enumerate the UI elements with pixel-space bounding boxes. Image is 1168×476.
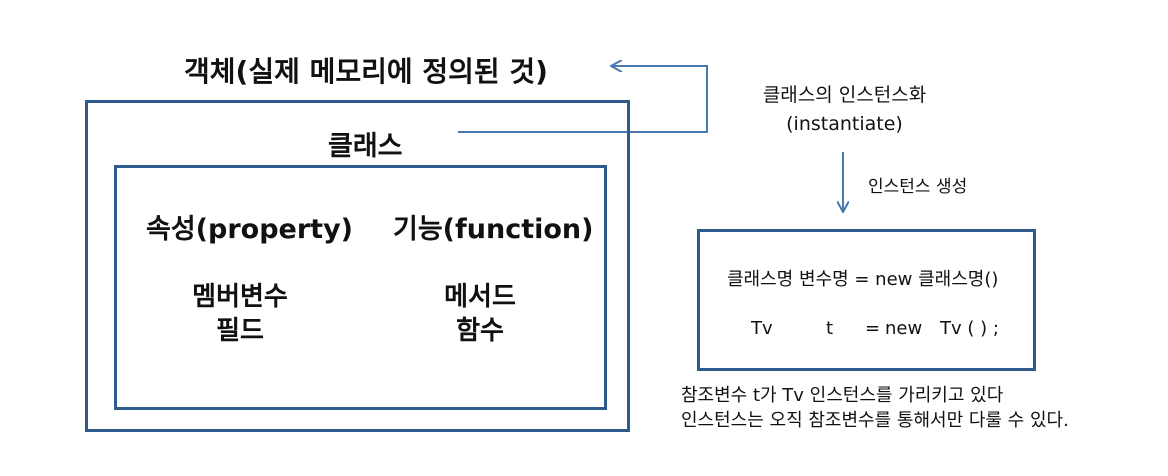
- function-label: 함수: [456, 316, 504, 346]
- code-syntax: 클래스명 변수명 = new 클래스명(): [727, 269, 999, 290]
- instantiation-korean: 클래스의 인스턴스화: [762, 84, 927, 106]
- code-new: new: [885, 318, 923, 339]
- object-title: 객체(실제 메모리에 정의된 것): [184, 55, 548, 88]
- instantiation-label: 클래스의 인스턴스화 (instantiate): [752, 81, 937, 139]
- notes: 참조변수 t가 Tv 인스턴스를 가리키고 있다 인스턴스는 오직 참조변수를 …: [681, 383, 1069, 433]
- code-box: [697, 229, 1036, 371]
- code-eq: =: [865, 318, 881, 339]
- function-heading: 기능(function): [393, 214, 594, 245]
- code-var: t: [826, 318, 834, 339]
- class-members-box: [114, 165, 607, 410]
- field-label: 필드: [216, 316, 264, 346]
- instantiate-arrow: [458, 66, 708, 133]
- attribute-heading: 속성(property): [146, 214, 354, 245]
- method-label: 메서드: [444, 282, 516, 312]
- class-box: [85, 100, 630, 432]
- note-line: 참조변수 t가 Tv 인스턴스를 가리키고 있다: [681, 385, 1004, 406]
- attribute-terms: 멤버변수 필드: [175, 280, 305, 348]
- instantiation-english: (instantiate): [786, 113, 903, 135]
- code-ctor: Tv ( ) ;: [940, 318, 999, 339]
- instance-creation-label: 인스턴스 생성: [868, 177, 968, 197]
- function-terms: 메서드 함수: [415, 280, 545, 348]
- member-variable-label: 멤버변수: [192, 282, 288, 312]
- class-title: 클래스: [328, 131, 403, 162]
- note-line: 인스턴스는 오직 참조변수를 통해서만 다룰 수 있다.: [681, 410, 1069, 431]
- code-type: Tv: [751, 318, 773, 339]
